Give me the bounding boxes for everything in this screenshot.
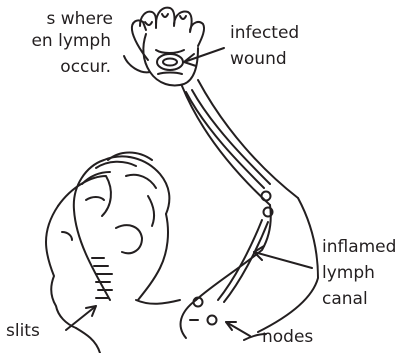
label-nodes: nodes: [262, 326, 313, 348]
arm-drawing: [181, 80, 318, 340]
label-canal: canal: [322, 288, 368, 310]
node-upper-1: [262, 192, 271, 201]
node-lower-2: [208, 316, 217, 325]
head-drawing: [46, 153, 180, 353]
infected-wound-mark: [156, 50, 184, 74]
caption-line-3: occur.: [60, 56, 111, 78]
label-lymph: lymph: [322, 262, 375, 284]
arrow-slits: [66, 306, 96, 330]
label-infected: infected: [230, 22, 299, 44]
label-slits: slits: [6, 320, 40, 342]
label-inflamed: inflamed: [322, 236, 396, 258]
lymph-canal-lines: [186, 90, 270, 302]
caption-line-2: en lymph: [31, 30, 111, 52]
arrow-infected-wound: [184, 48, 224, 66]
hair-strokes: [82, 162, 156, 226]
label-wound: wound: [230, 48, 287, 70]
hand-drawing: [124, 8, 204, 86]
neck-slit-marks: [92, 258, 112, 298]
arrow-nodes: [226, 322, 250, 336]
caption-line-1: s where: [47, 8, 113, 30]
